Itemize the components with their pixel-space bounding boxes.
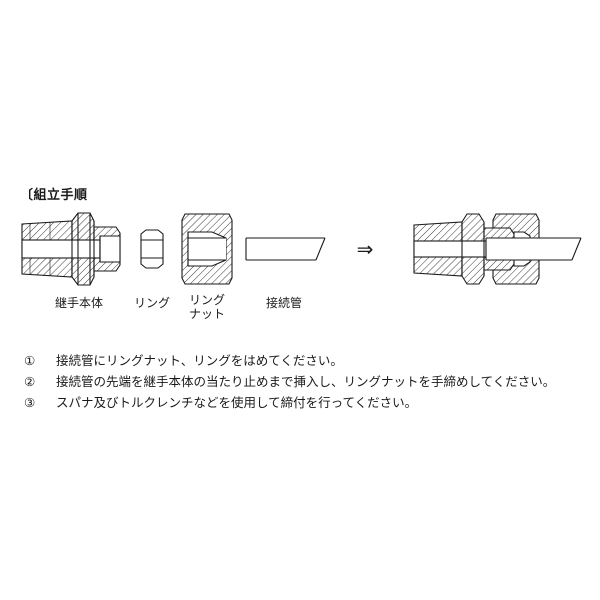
step-text: 接続管の先端を継手本体の当たり止めまで挿入し、リングナットを手締めしてください。 — [56, 374, 556, 389]
instruction-step: ② 接続管の先端を継手本体の当たり止めまで挿入し、リングナットを手締めしてくださ… — [24, 371, 555, 392]
instruction-step: ③ スパナ及びトルクレンチなどを使用して締付を行ってください。 — [24, 392, 555, 413]
ring-nut-drawing — [181, 213, 233, 285]
instruction-list: ① 接続管にリングナット、リングをはめてください。 ② 接続管の先端を継手本体の… — [24, 350, 555, 413]
ring-drawing — [140, 229, 164, 269]
assembled-drawing — [413, 213, 582, 285]
label-fitting-body: 継手本体 — [54, 296, 103, 310]
arrow-icon: ⇒ — [356, 237, 374, 261]
step-text: 接続管にリングナット、リングをはめてください。 — [56, 353, 343, 368]
step-number: ① — [24, 353, 36, 368]
tube-drawing — [245, 237, 326, 261]
instruction-step: ① 接続管にリングナット、リングをはめてください。 — [24, 350, 555, 371]
label-ring: リング — [133, 296, 170, 310]
section-title: 〔組立手順 — [20, 188, 88, 203]
step-number: ② — [24, 374, 36, 389]
step-text: スパナ及びトルクレンチなどを使用して締付を行ってください。 — [56, 395, 418, 410]
label-ring-nut-line1: リング — [188, 293, 225, 307]
label-tube: 接続管 — [265, 296, 302, 310]
fitting-body-drawing — [21, 212, 121, 286]
step-number: ③ — [24, 395, 36, 410]
label-ring-nut-line2: ナット — [188, 307, 225, 321]
